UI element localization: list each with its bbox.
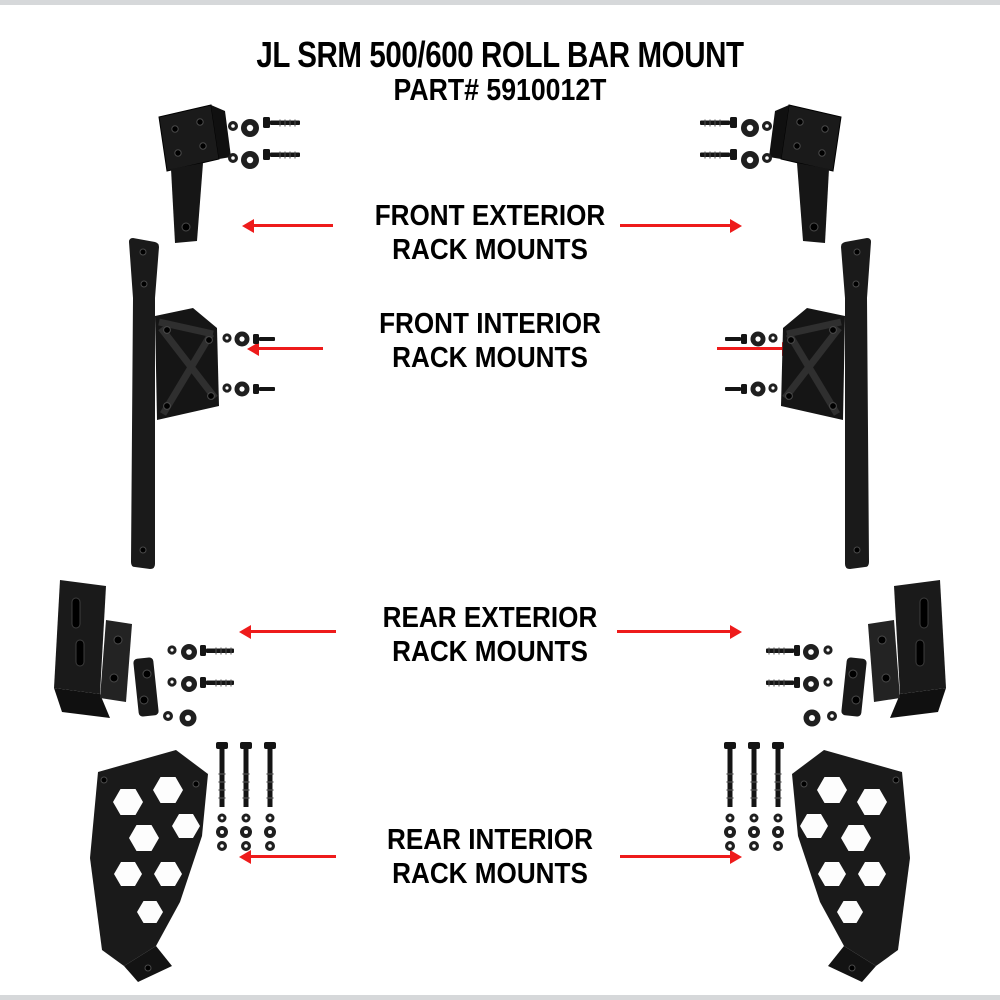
photo-edge-bottom	[0, 995, 1000, 1000]
arrow-rear-exterior-left	[250, 630, 336, 633]
label-front-interior-line2: RACK MOUNTS	[392, 342, 588, 374]
arrow-front-interior-right	[717, 347, 783, 350]
part-number: PART# 5910012T	[393, 72, 607, 107]
front-interior-mount-right-illustration	[725, 238, 885, 573]
rear-exterior-mount-left-illustration	[48, 578, 263, 743]
label-rear-interior: REAR INTERIOR RACK MOUNTS	[310, 823, 670, 891]
label-front-interior: FRONT INTERIOR RACK MOUNTS	[310, 307, 670, 375]
arrow-rear-interior-right	[620, 855, 731, 858]
page-title: JL SRM 500/600 ROLL BAR MOUNT	[256, 34, 744, 75]
photo-edge-top	[0, 0, 1000, 5]
label-front-exterior: FRONT EXTERIOR RACK MOUNTS	[310, 199, 670, 267]
label-rear-interior-line2: RACK MOUNTS	[392, 858, 588, 890]
label-front-exterior-line1: FRONT EXTERIOR	[374, 200, 606, 232]
label-front-interior-line1: FRONT INTERIOR	[379, 308, 601, 340]
label-rear-exterior-line1: REAR EXTERIOR	[382, 602, 598, 634]
label-rear-exterior-line2: RACK MOUNTS	[392, 636, 588, 668]
rear-exterior-mount-right-illustration	[737, 578, 952, 743]
label-rear-exterior: REAR EXTERIOR RACK MOUNTS	[310, 601, 670, 669]
arrow-front-exterior-left	[253, 224, 333, 227]
front-exterior-mount-right-illustration	[660, 95, 855, 250]
rear-interior-mount-right-illustration	[705, 740, 920, 985]
arrow-front-interior-left	[258, 347, 323, 350]
front-exterior-mount-left-illustration	[145, 95, 340, 250]
arrow-rear-exterior-right	[617, 630, 731, 633]
front-interior-mount-left-illustration	[115, 238, 275, 573]
arrow-rear-interior-left	[250, 855, 336, 858]
label-front-exterior-line2: RACK MOUNTS	[392, 234, 588, 266]
label-rear-interior-line1: REAR INTERIOR	[387, 824, 593, 856]
arrow-front-exterior-right	[620, 224, 731, 227]
rear-interior-mount-left-illustration	[80, 740, 295, 985]
